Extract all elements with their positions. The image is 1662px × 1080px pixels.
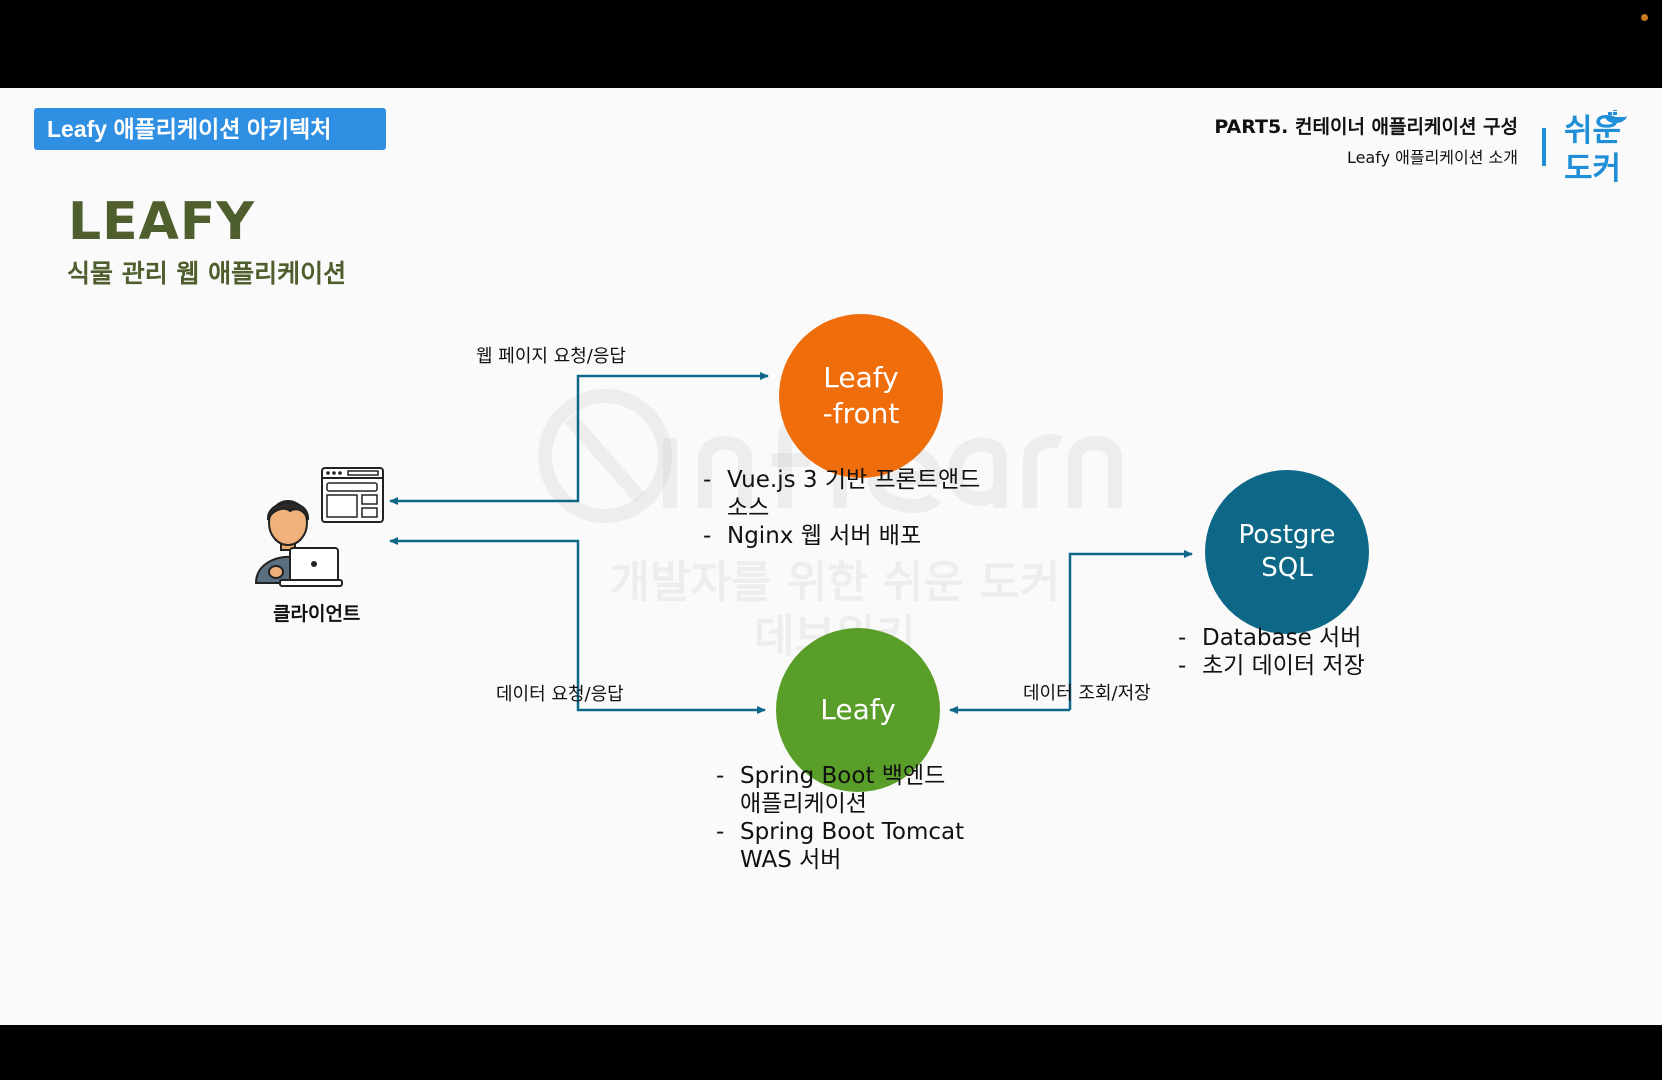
arrow-data-response (389, 537, 580, 708)
edge-label-web: 웹 페이지 요청/응답 (476, 346, 626, 367)
status-dot (1641, 14, 1648, 21)
video-bottom-bar (0, 1025, 1662, 1080)
node-leafy-back-label: Leafy (820, 693, 896, 726)
node-postgresql: Postgre SQL (1205, 470, 1369, 634)
watermark-line-1: 개발자를 위한 쉬운 도커 (609, 557, 1061, 608)
slide: Leafy 애플리케이션 아키텍처 PART5. 컨테이너 애플리케이션 구성 … (0, 88, 1662, 1025)
desc-back-text: Spring Boot Tomcat WAS 서버 (740, 819, 965, 873)
whale-icon (1605, 110, 1627, 123)
app-subtitle: 식물 관리 웹 애플리케이션 (67, 259, 347, 288)
node-leafy-front-label: Leafy -front (822, 361, 900, 430)
app-title: LEAFY (68, 192, 256, 252)
desc-back-text: Spring Boot 백엔드 애플리케이션 (740, 763, 946, 817)
desc-db-text: 초기 데이터 저장 (1202, 653, 1365, 679)
client-label: 클라이언트 (273, 603, 361, 625)
brand-divider (1542, 128, 1546, 166)
desc-front-text: Nginx 웹 서버 배포 (727, 523, 922, 549)
connectors (254, 372, 1193, 714)
part-title: PART5. 컨테이너 애플리케이션 구성 (1214, 116, 1518, 138)
desc-db-text: Database 서버 (1202, 625, 1362, 651)
desc-back-item: -Spring Boot Tomcat WAS 서버 (716, 819, 965, 873)
arrow-data-request (576, 706, 766, 714)
desc-front-item: -Vue.js 3 기반 프론트앤드 소스 (703, 467, 981, 521)
desc-back: -Spring Boot 백엔드 애플리케이션 -Spring Boot Tom… (716, 762, 1026, 874)
part-subtitle: Leafy 애플리케이션 소개 (1346, 148, 1518, 167)
node-postgresql-label: Postgre SQL (1238, 520, 1336, 583)
video-top-bar (0, 0, 1662, 88)
section-tag: Leafy 애플리케이션 아키텍처 (34, 108, 386, 150)
edge-label-db: 데이터 조회/저장 (1023, 683, 1151, 704)
desc-front-item: -Nginx 웹 서버 배포 (703, 523, 922, 549)
node-leafy-front: Leafy -front (779, 314, 943, 478)
brand-logo: 쉬운 도커 (1564, 112, 1644, 188)
desc-db: -Database 서버 -초기 데이터 저장 (1178, 624, 1418, 680)
node-leafy-back: Leafy (776, 628, 940, 792)
desc-front: -Vue.js 3 기반 프론트앤드 소스 -Nginx 웹 서버 배포 (703, 466, 1013, 550)
client-person-icon (254, 467, 384, 587)
arrow-db-store (1068, 550, 1193, 710)
desc-back-item: -Spring Boot 백엔드 애플리케이션 (716, 763, 946, 817)
desc-db-item: -Database 서버 (1178, 625, 1362, 651)
edge-label-data: 데이터 요청/응답 (496, 684, 624, 705)
desc-db-item: -초기 데이터 저장 (1178, 653, 1365, 679)
arrow-web-response (389, 483, 580, 505)
brand-line-2: 도커 (1564, 151, 1622, 187)
desc-front-text: Vue.js 3 기반 프론트앤드 소스 (727, 467, 981, 521)
arrow-web-request (576, 372, 769, 483)
